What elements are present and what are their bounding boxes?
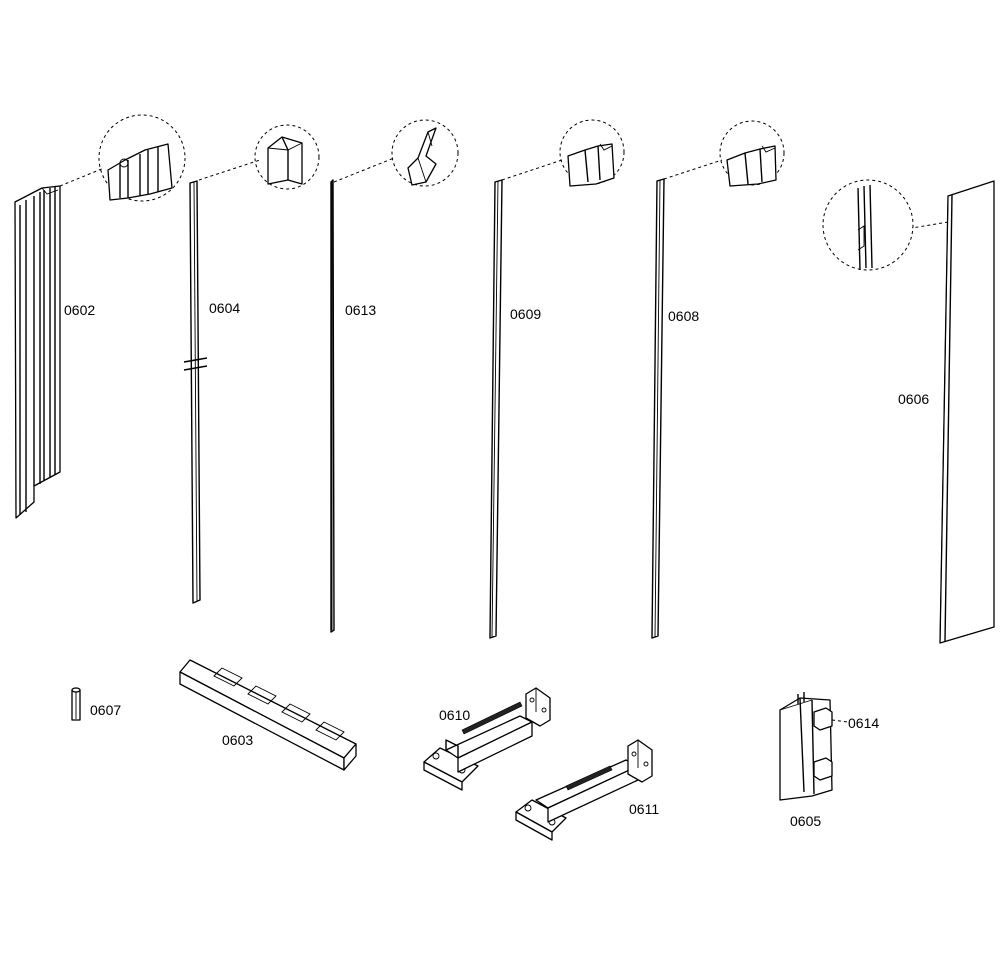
label-0602: 0602 <box>64 302 95 318</box>
detail-callout-0613 <box>333 119 459 187</box>
label-0607: 0607 <box>90 702 121 718</box>
part-0606-panel <box>939 180 995 644</box>
part-0609-strip <box>489 179 503 639</box>
part-0614-clips <box>813 707 849 781</box>
label-0613: 0613 <box>345 302 376 318</box>
part-0607-pin <box>71 687 81 721</box>
label-0608: 0608 <box>668 308 699 324</box>
part-0602-profile <box>14 185 61 519</box>
label-0606: 0606 <box>898 391 929 407</box>
part-0608-strip <box>651 178 665 639</box>
part-0611-hinge <box>515 739 653 841</box>
label-0614: 0614 <box>848 715 879 731</box>
label-0604: 0604 <box>209 300 240 316</box>
label-0609: 0609 <box>510 306 541 322</box>
detail-callout-0602 <box>59 114 186 202</box>
label-0605: 0605 <box>790 813 821 829</box>
label-0610: 0610 <box>439 707 470 723</box>
label-0611: 0611 <box>629 801 659 817</box>
detail-callout-0606 <box>822 179 949 271</box>
part-0604-strip <box>183 180 208 604</box>
part-0610-hinge <box>423 687 551 791</box>
label-0603: 0603 <box>222 732 253 748</box>
detail-callout-0608 <box>663 120 785 187</box>
detail-callout-0604 <box>198 124 320 190</box>
part-0613-strip <box>330 179 335 633</box>
detail-callout-0609 <box>501 119 625 187</box>
part-0603-bracket <box>179 659 357 771</box>
